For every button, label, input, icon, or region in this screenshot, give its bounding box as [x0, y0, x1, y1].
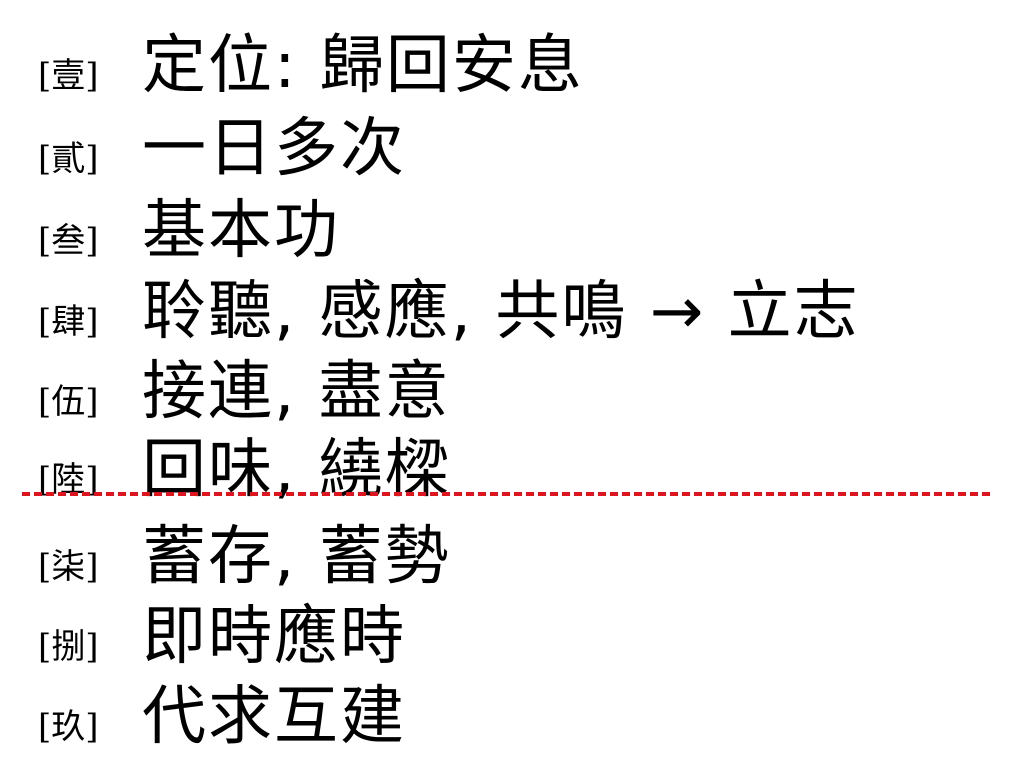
- list-item-6: [陸] 回味, 繞樑: [38, 418, 451, 510]
- item-text: 定位: 歸回安息: [142, 29, 584, 103]
- list-item-4: [肆] 聆聽, 感應, 共鳴 → 立志: [38, 260, 860, 352]
- list-item-5: [伍] 接連, 盡意: [38, 340, 451, 432]
- item-number: [柒]: [38, 547, 99, 587]
- list-item-8: [捌] 即時應時: [38, 585, 406, 677]
- list-item-1: [壹] 定位: 歸回安息: [38, 14, 584, 106]
- list-item-3: [叁] 基本功: [38, 179, 340, 271]
- item-number: [肆]: [38, 302, 99, 342]
- list-item-9: [玖] 代求互建: [38, 665, 406, 757]
- item-text: 代求互建: [142, 680, 406, 754]
- item-text: 蓄存, 蓄勢: [142, 520, 451, 594]
- item-text: 接連, 盡意: [142, 355, 451, 429]
- item-number: [捌]: [38, 627, 99, 667]
- dashed-divider: [22, 492, 990, 496]
- item-number: [貳]: [38, 139, 99, 179]
- item-text: 回味, 繞樑: [142, 433, 451, 507]
- item-number: [壹]: [38, 56, 99, 96]
- list-item-2: [貳] 一日多次: [38, 97, 406, 189]
- list-item-7: [柒] 蓄存, 蓄勢: [38, 505, 451, 597]
- item-number: [玖]: [38, 707, 99, 747]
- item-number: [叁]: [38, 221, 99, 261]
- item-text: 一日多次: [142, 112, 406, 186]
- item-text: 聆聽, 感應, 共鳴 → 立志: [142, 275, 860, 349]
- item-text: 基本功: [142, 194, 340, 268]
- item-number: [伍]: [38, 382, 99, 422]
- item-text: 即時應時: [142, 600, 406, 674]
